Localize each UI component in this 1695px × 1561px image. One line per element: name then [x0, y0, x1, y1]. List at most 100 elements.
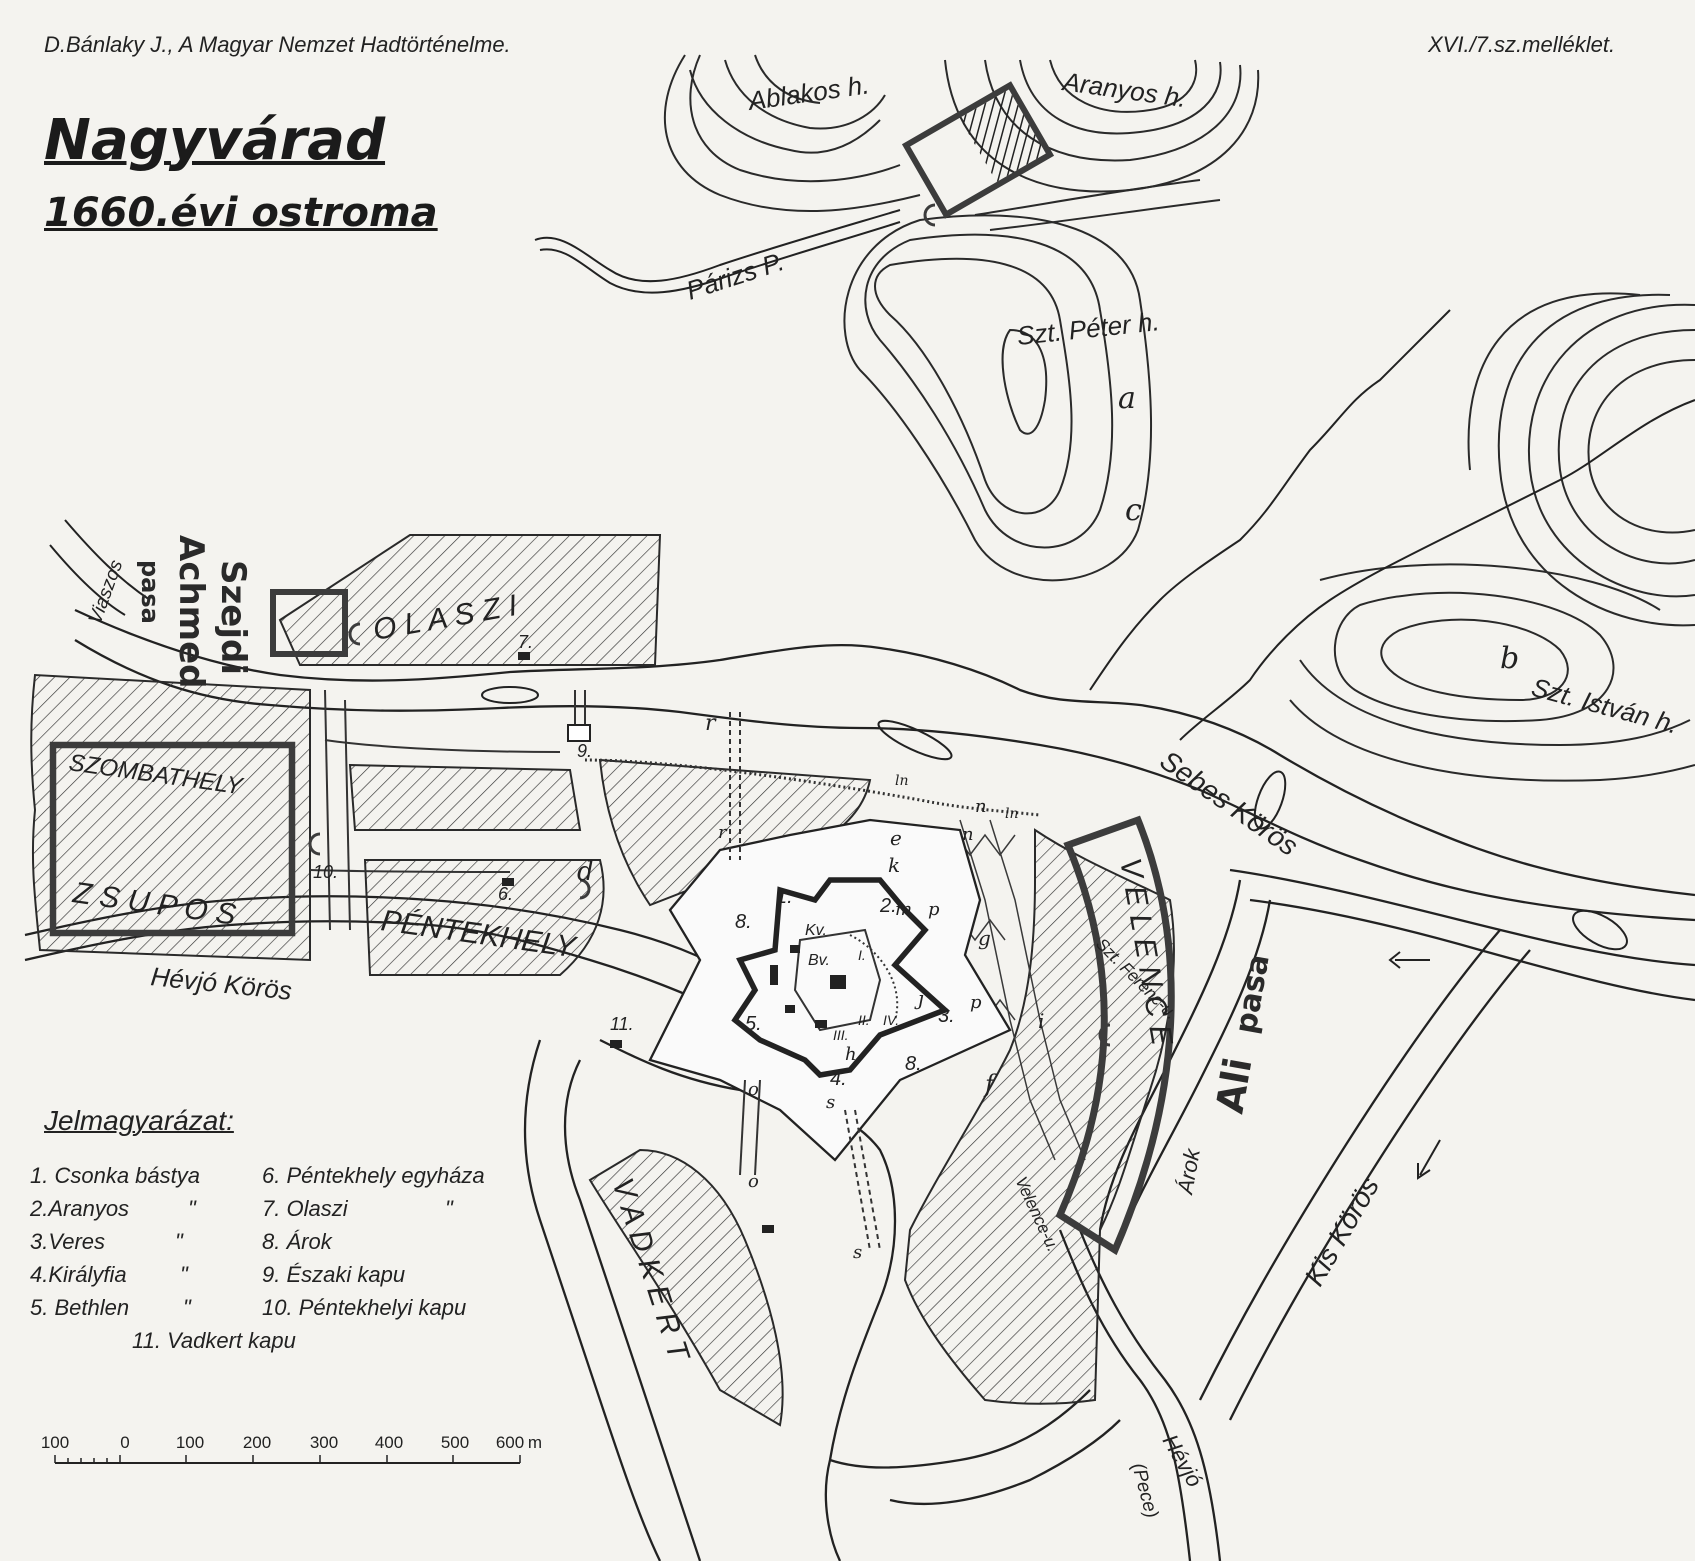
fortress	[648, 818, 1012, 1162]
siege-camp-olaszi	[270, 589, 348, 657]
marker-ln-2: ln	[1005, 806, 1019, 822]
label-kis-koros: Kis Körös	[1298, 1172, 1385, 1291]
commander-pasa-2: pasa	[1228, 952, 1276, 1037]
marker-b: b	[1500, 641, 1519, 676]
source-citation: D.Bánlaky J., A Magyar Nemzet Hadtörténe…	[44, 32, 511, 57]
label-roman-iv: IV.	[883, 1012, 899, 1028]
legend-item-6: 6. Péntekhely egyháza	[262, 1163, 485, 1188]
gate-11-label: 11.	[610, 1014, 634, 1034]
marker-p-1: p	[928, 899, 940, 920]
legend-item-2: 2.Aranyos	[30, 1196, 130, 1221]
roads	[309, 689, 1041, 1251]
scale-tick-100: 100	[176, 1433, 204, 1452]
bastion-2-label: 2.	[879, 895, 897, 917]
marker-n-1: n	[975, 796, 987, 817]
plate-number: XVI./7.sz.melléklet.	[1428, 32, 1616, 57]
commander-ali: Ali	[1208, 1054, 1261, 1116]
commander-szejdi: Szejdi	[213, 560, 253, 675]
moat-8-label-south: 8.	[905, 1053, 922, 1075]
legend-item-1: 1. Csonka bástya	[30, 1163, 200, 1188]
marker-c: c	[1125, 493, 1142, 528]
bastion-3-label: 3.	[938, 1005, 955, 1027]
gate-9-label: 9.	[577, 741, 592, 761]
bastion-1-label: 1.	[776, 886, 793, 908]
label-parizs: Párizs P.	[683, 246, 788, 306]
siege-positions	[49, 81, 1175, 1256]
marker-o-2: o	[748, 1171, 759, 1192]
scale-tick-200: 200	[243, 1433, 271, 1452]
label-roman-ii: II.	[858, 1012, 870, 1028]
siege-camp-north	[901, 81, 1055, 219]
legend-ditto-3: "	[175, 1229, 183, 1254]
scale-tick-400: 400	[375, 1433, 403, 1452]
commander-pasa-1: pasa	[136, 560, 164, 624]
marker-h: h	[845, 1044, 857, 1065]
label-viaszos: Viaszos	[85, 557, 128, 627]
scale-unit: m	[528, 1433, 542, 1452]
label-szt-peter: Szt. Péter h.	[1015, 306, 1160, 351]
islands	[481, 686, 1628, 951]
label-roman-iii: III.	[833, 1027, 849, 1043]
legend-item-3: 3.Veres	[30, 1229, 106, 1254]
label-aranyos-hill: Aranyos h.	[1059, 66, 1188, 113]
label-hevjo-koros: Hévjó Körös	[149, 961, 293, 1006]
legend-item-9: 9. Északi kapu	[262, 1262, 406, 1287]
legend-ditto-7: "	[445, 1196, 453, 1221]
scale-tick-300: 300	[310, 1433, 338, 1452]
label-ablakos: Ablakos h.	[745, 69, 871, 116]
label-pece: (Pece)	[1127, 1461, 1162, 1520]
legend-item-11: 11. Vadkert kapu	[132, 1328, 296, 1353]
marker-p-2: p	[970, 992, 982, 1013]
scale-bar: 100 0 100 200 300 400 500 600 m	[41, 1433, 542, 1464]
marker-r-1: r	[705, 711, 717, 736]
legend-item-4: 4.Királyfia	[30, 1262, 127, 1287]
marker-a: a	[1118, 381, 1136, 416]
marker-s-1: s	[826, 1092, 835, 1113]
legend-ditto-4: "	[180, 1262, 188, 1287]
moat-8-label-west: 8.	[735, 911, 752, 933]
scale-tick-0: 0	[120, 1433, 129, 1452]
siege-camp-szombathely	[49, 741, 296, 937]
marker-e: e	[890, 826, 902, 850]
marker-g: g	[978, 926, 991, 950]
label-roman-i: I.	[858, 947, 866, 963]
marker-ln-1: ln	[895, 773, 909, 789]
map-title: Nagyvárad	[44, 108, 386, 173]
marker-d: d	[577, 857, 594, 887]
scale-tick-600: 600	[496, 1433, 524, 1452]
siege-camp-velence	[1055, 815, 1175, 1256]
label-bv: Bv.	[808, 952, 830, 969]
marker-o-1: o	[748, 1079, 759, 1100]
label-kv: Kv.	[805, 922, 827, 939]
legend-ditto-2: "	[188, 1196, 196, 1221]
marker-k: k	[888, 853, 900, 877]
scale-tick-500: 500	[441, 1433, 469, 1452]
church-6-label: 6.	[498, 884, 513, 904]
legend-item-10: 10. Péntekhelyi kapu	[262, 1295, 467, 1320]
legend-item-8: 8. Árok	[262, 1229, 332, 1254]
label-hevjo-south: Hévjó	[1158, 1430, 1208, 1491]
gate-10-label: 10.	[313, 862, 338, 882]
marker-s-2: s	[853, 1242, 862, 1263]
marker-m: m	[895, 899, 912, 920]
map-subtitle: 1660.évi ostroma	[44, 190, 438, 236]
legend-title: Jelmagyarázat:	[44, 1105, 234, 1136]
church-7-label: 7.	[518, 632, 533, 652]
bastion-4-label: 4.	[830, 1068, 847, 1090]
marker-i: i	[1038, 1009, 1044, 1033]
legend-item-7: 7. Olaszi	[262, 1196, 348, 1221]
hill-contours	[663, 54, 1695, 782]
marker-j: j	[914, 986, 924, 1010]
gates-and-churches	[502, 652, 774, 1233]
marker-n-2: n	[962, 824, 974, 845]
scale-tick-100w: 100	[41, 1433, 69, 1452]
bastion-5-label: 5.	[745, 1013, 762, 1035]
label-arok: Árok	[1172, 1146, 1205, 1197]
flow-arrows	[1388, 951, 1441, 1180]
legend-item-5: 5. Bethlen	[30, 1295, 130, 1320]
label-szt-istvan: Szt. István h.	[1528, 672, 1681, 740]
legend-ditto-5: "	[183, 1295, 191, 1320]
commander-achmed: Achmed	[171, 535, 211, 689]
marker-r-2: r	[718, 822, 728, 843]
